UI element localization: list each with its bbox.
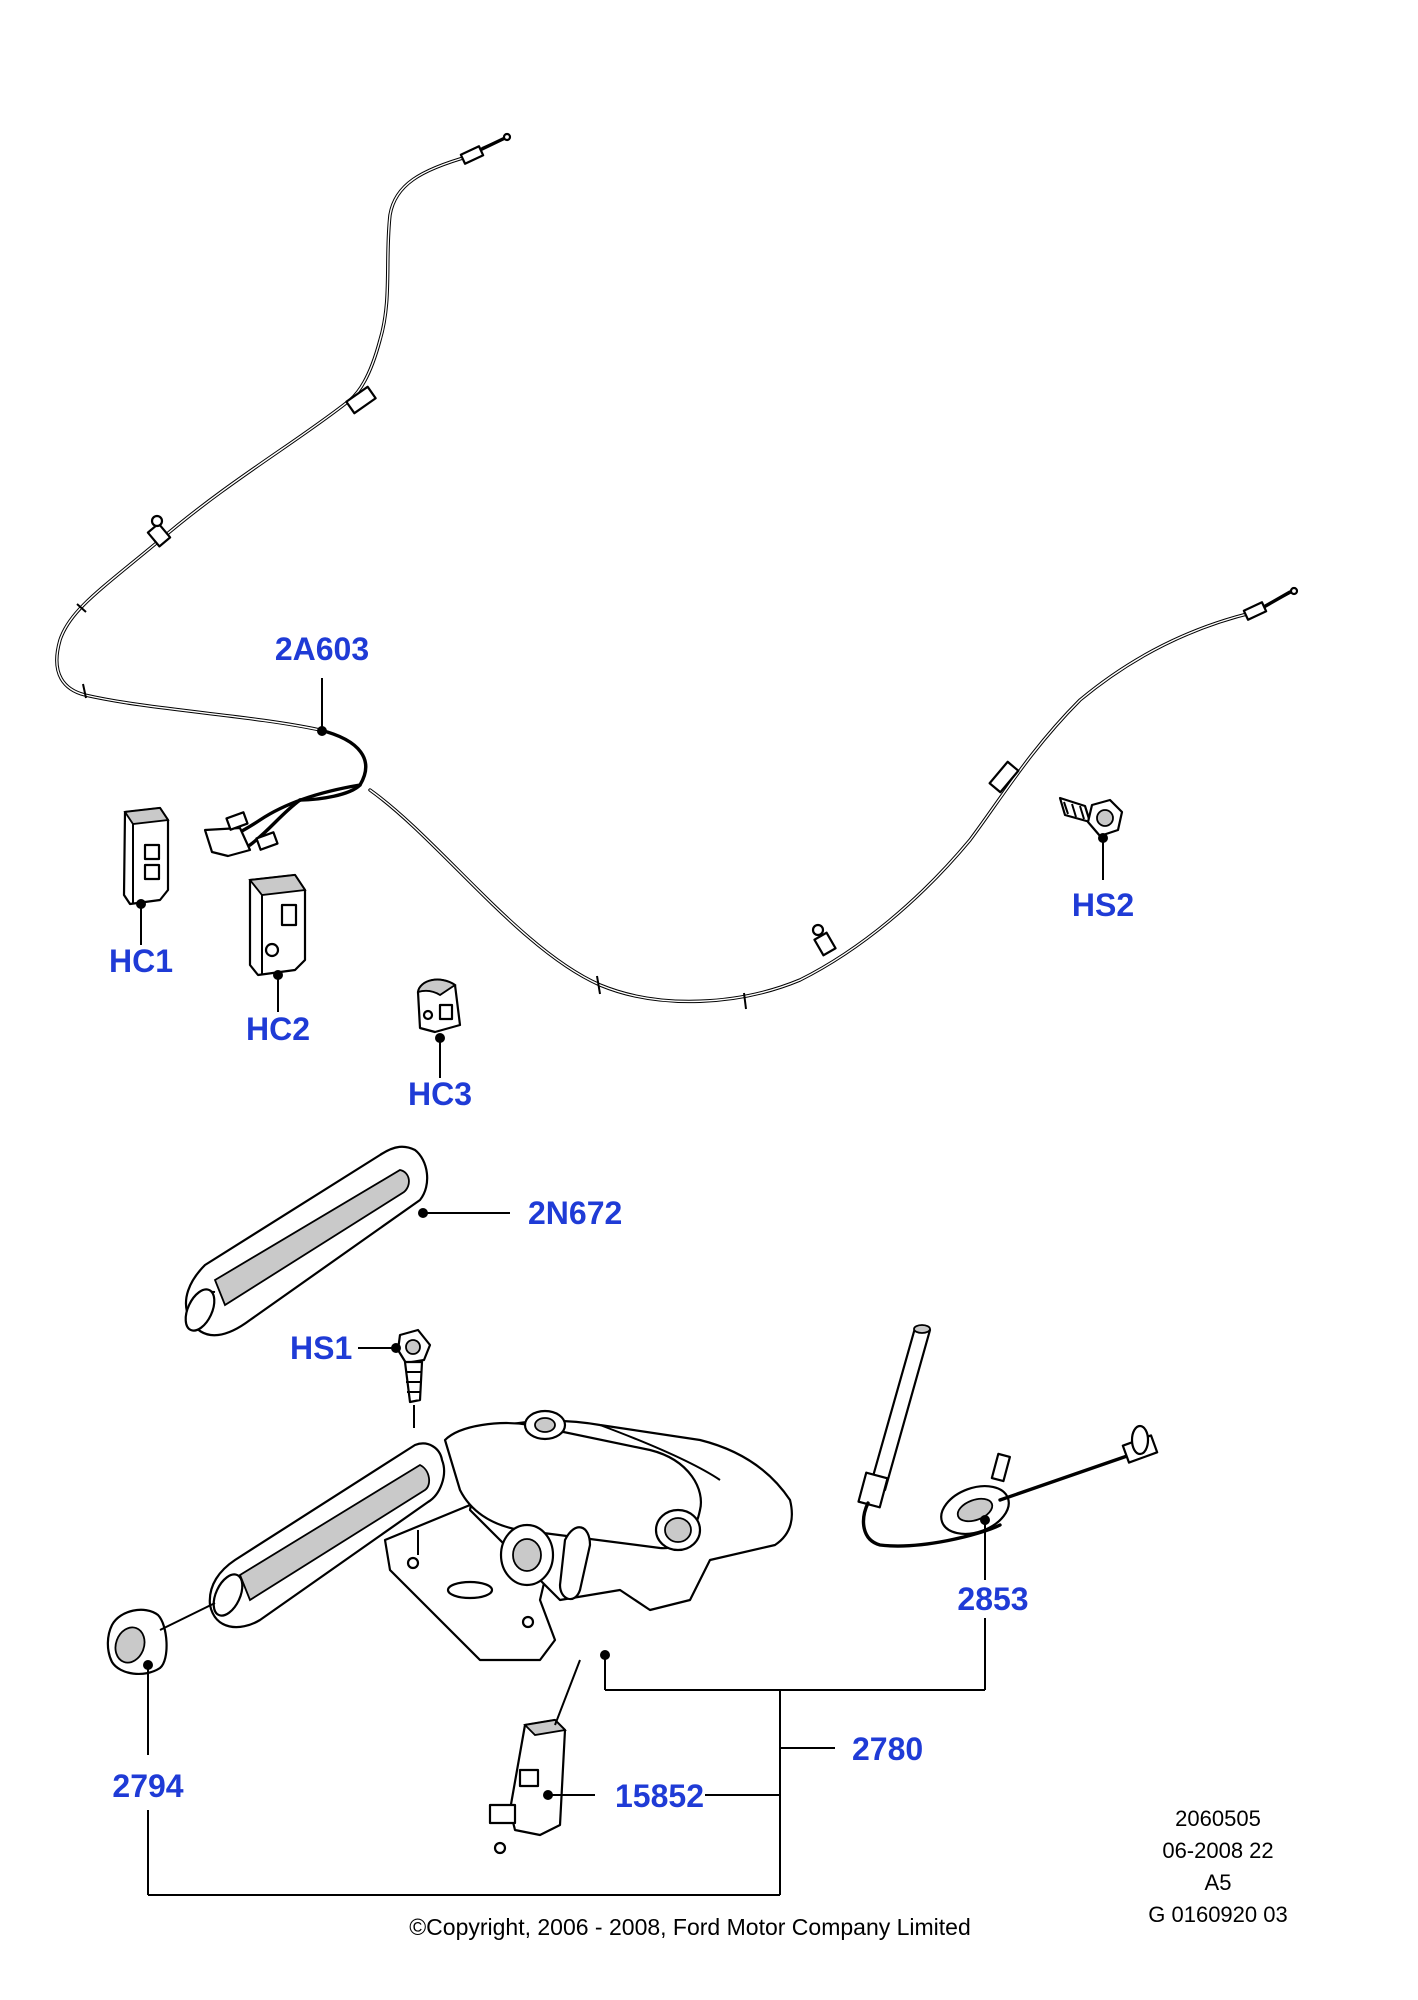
15852-switch — [488, 1718, 567, 1855]
label-2853: 2853 — [957, 1581, 1028, 1617]
label-2794: 2794 — [112, 1768, 183, 1804]
info-line-1: 2060505 — [1175, 1806, 1261, 1831]
2794-end-cap — [106, 1608, 168, 1676]
label-2780: 2780 — [852, 1731, 923, 1767]
2n672-handle-grip — [184, 1145, 429, 1337]
callout-leaders — [136, 678, 1108, 1896]
label-15852: 15852 — [615, 1778, 704, 1814]
info-line-2: 06-2008 22 — [1162, 1838, 1273, 1863]
drawing-info-block: 2060505 06-2008 22 A5 G 0160920 03 — [1148, 1806, 1287, 1927]
parking-brake-cable-assembly — [55, 132, 1299, 1010]
label-2a603: 2A603 — [275, 631, 369, 667]
2780-parking-brake-lever — [208, 1409, 793, 1662]
label-hc3: HC3 — [408, 1076, 472, 1112]
label-hc1: HC1 — [109, 943, 173, 979]
hc2-clip — [248, 873, 307, 977]
label-hs2: HS2 — [1072, 887, 1134, 923]
hc1-clip — [122, 806, 170, 906]
label-hc2: HC2 — [246, 1011, 310, 1047]
copyright-notice: ©Copyright, 2006 - 2008, Ford Motor Comp… — [409, 1914, 971, 1940]
hs1-bolt — [396, 1328, 432, 1404]
info-line-4: G 0160920 03 — [1148, 1902, 1287, 1927]
info-line-3: A5 — [1205, 1870, 1232, 1895]
hc3-clip — [416, 978, 462, 1034]
label-hs1: HS1 — [290, 1330, 352, 1366]
2853-cable-assembly — [857, 1324, 1159, 1548]
hs2-screw — [1058, 796, 1124, 838]
label-2n672: 2N672 — [528, 1195, 622, 1231]
part-labels: 2A603 HC1 HC2 HC3 HS2 2N672 HS1 2853 278… — [109, 631, 1134, 1814]
